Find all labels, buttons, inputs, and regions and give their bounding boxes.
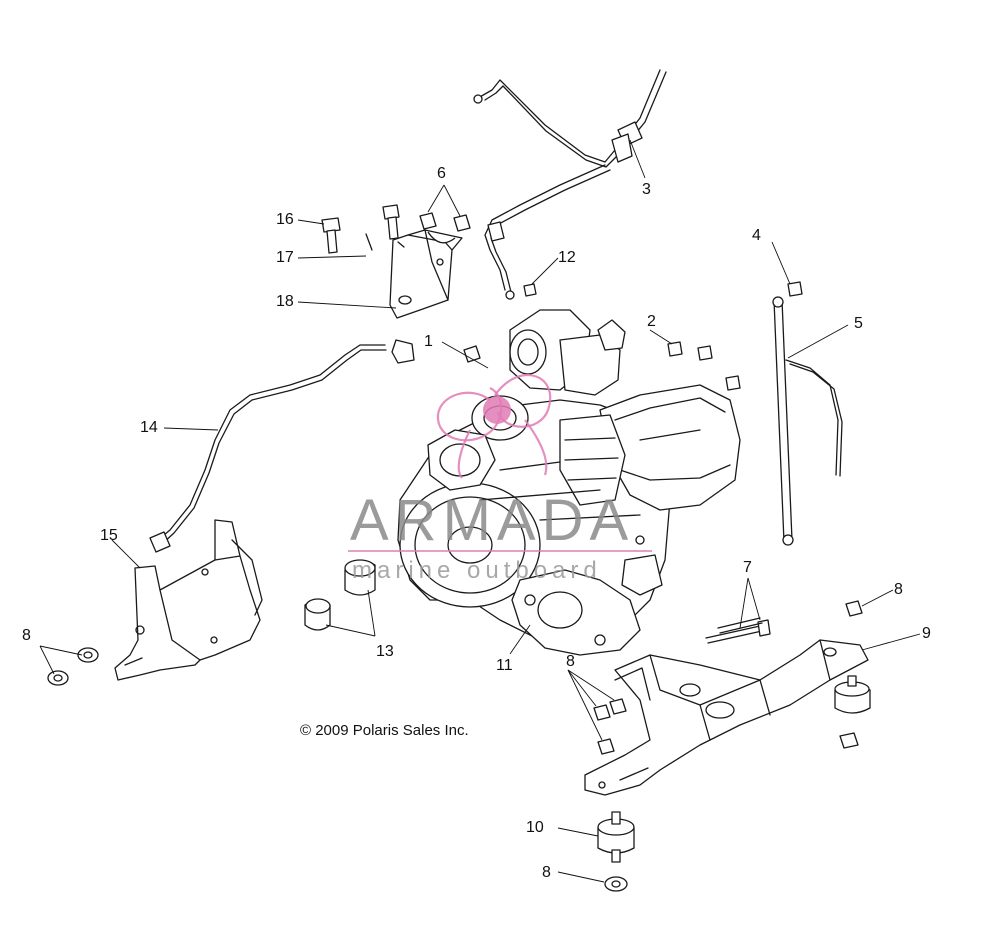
copyright-notice: © 2009 Polaris Sales Inc. xyxy=(300,722,469,739)
callout-7: 7 xyxy=(743,559,752,576)
callout-8-bottom: 8 xyxy=(542,864,551,881)
part-8-center-nuts xyxy=(593,698,627,755)
watermark-tagline: marine outboard xyxy=(352,557,602,584)
callout-10: 10 xyxy=(526,819,544,836)
armada-watermark: ARMADA marine outboard xyxy=(348,374,652,584)
leader-lines xyxy=(39,139,921,883)
callout-11: 11 xyxy=(496,657,513,674)
part-9-frame-mount xyxy=(584,639,869,796)
part-6-nuts xyxy=(419,212,471,232)
part-3-hose-assembly xyxy=(473,69,667,300)
part-12-fastener xyxy=(523,283,537,297)
part-10-rubber-mount xyxy=(597,811,635,863)
callout-8-right: 8 xyxy=(894,581,903,598)
part-2-bolts xyxy=(667,341,741,391)
part-16-bolt xyxy=(321,217,341,254)
callout-14: 14 xyxy=(140,419,158,436)
callout-18: 18 xyxy=(276,293,294,310)
part-7-bolts xyxy=(705,617,771,644)
callout-12: 12 xyxy=(558,249,576,266)
part-5-rod xyxy=(772,296,843,546)
watermark-logo-icon xyxy=(436,374,552,479)
callout-labels: 1 2 3 4 5 6 7 8 8 8 8 9 10 11 12 13 14 1… xyxy=(22,165,931,881)
right-rubber-mount xyxy=(834,675,871,714)
part-1-nut xyxy=(463,345,481,363)
callout-2: 2 xyxy=(647,313,656,330)
callout-13: 13 xyxy=(376,643,394,660)
callout-9: 9 xyxy=(922,625,931,642)
callout-1: 1 xyxy=(424,333,433,350)
callout-5: 5 xyxy=(854,315,863,332)
callout-17: 17 xyxy=(276,249,294,266)
part-18-bracket xyxy=(389,229,463,319)
part-4-bolt xyxy=(787,281,803,297)
callout-8-center: 8 xyxy=(566,653,575,670)
part-11-engine xyxy=(397,309,741,656)
part-14-cable xyxy=(149,339,415,553)
callout-4: 4 xyxy=(752,227,761,244)
part-8-bottom-nut xyxy=(604,876,628,892)
part-15-bracket xyxy=(114,519,263,681)
callout-3: 3 xyxy=(642,181,651,198)
part-8-right-nut xyxy=(839,600,863,749)
callout-8-left: 8 xyxy=(22,627,31,644)
callout-16: 16 xyxy=(276,211,294,228)
part-8-left-washers xyxy=(47,647,99,686)
watermark-brand: ARMADA xyxy=(350,488,634,553)
part-6-bolt-left xyxy=(382,204,405,248)
callout-6: 6 xyxy=(437,165,446,182)
callout-15: 15 xyxy=(100,527,118,544)
part-17-washer xyxy=(365,233,373,251)
part-13-mounts xyxy=(304,559,376,631)
